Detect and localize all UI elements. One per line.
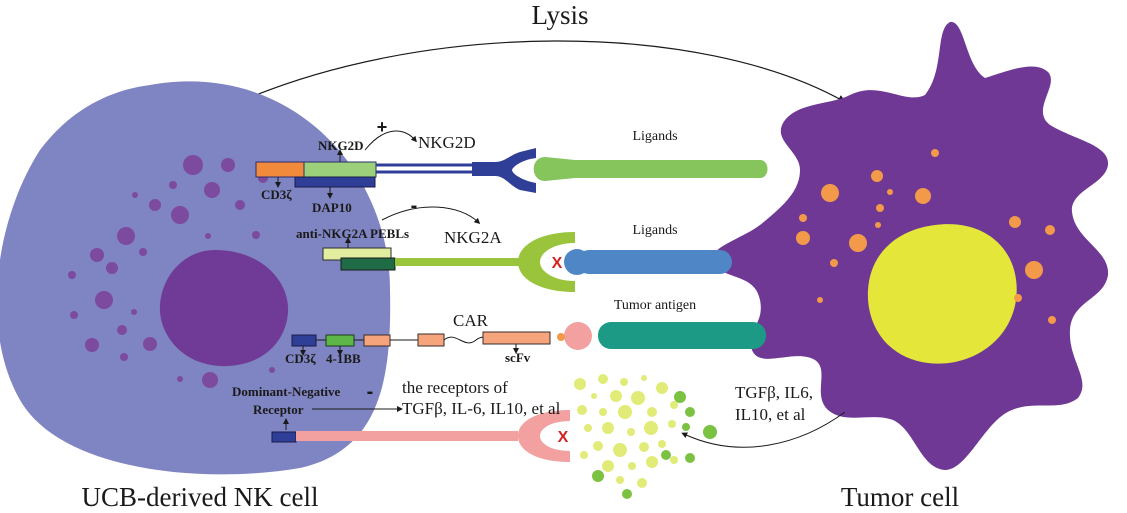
dnr-block-x: X — [558, 429, 569, 446]
dnr-label-line2: Receptor — [253, 402, 304, 417]
cd3z-car-label: CD3ζ — [285, 351, 316, 366]
tumor-cell — [711, 21, 1109, 470]
nk-nucleus — [159, 250, 289, 367]
nk-granules — [68, 155, 275, 388]
ligands-label-top: Ligands — [632, 129, 677, 144]
cytokines-line2: IL10, et al — [735, 405, 806, 424]
receptors-line1: the receptors of — [402, 378, 508, 397]
car-binding-head — [564, 322, 592, 350]
nkg2d-bold-label: NKG2D — [318, 138, 364, 153]
car-label: CAR — [453, 311, 489, 330]
cd3z-segment — [255, 161, 305, 178]
four-1bb-label: 4-1BB — [326, 351, 361, 366]
cytokine-cloud — [574, 374, 717, 499]
pebl-dark-segment — [340, 257, 396, 271]
dnr-construct — [271, 410, 570, 462]
car-cd3z-segment — [291, 334, 317, 347]
nkg2a-block-x: X — [552, 255, 563, 272]
nk-cell-label: UCB-derived NK cell — [82, 482, 319, 512]
cytokine-green-dots — [592, 391, 717, 499]
scfv-label: scFv — [505, 350, 531, 365]
cytokine-yellow-dots — [574, 374, 678, 488]
tumor-antigen-label: Tumor antigen — [614, 298, 696, 313]
tumor-granules — [796, 149, 1056, 324]
dnr-label-line1: Dominant-Negative — [232, 384, 341, 399]
car-binding-dot — [557, 333, 565, 341]
dap10-label: DAP10 — [312, 200, 352, 215]
receptors-line2: TGFβ, IL-6, IL10, et al — [402, 399, 561, 418]
minus-sign-low: - — [367, 381, 374, 403]
ligands-label-mid: Ligands — [632, 223, 677, 238]
cd3z-top-label: CD3ζ — [261, 187, 292, 202]
car-tm-segment — [363, 334, 391, 347]
tumor-nucleus — [867, 224, 1017, 364]
nkg2a-label: NKG2A — [444, 228, 502, 247]
nkg2d-ligand — [533, 157, 768, 181]
nkg2d-segment — [303, 161, 377, 178]
nkg2a-receptor-head — [518, 232, 575, 292]
nk-cell — [0, 81, 391, 475]
minus-sign-mid: - — [411, 195, 418, 217]
nkg2d-receptor-head — [472, 148, 536, 193]
nkg2d-target-label: NKG2D — [418, 133, 476, 152]
dnr-receptor-head — [518, 410, 570, 462]
nkg2a-minus-arrow — [381, 206, 481, 225]
anti-nkg2a-label: anti-NKG2A PEBLs — [296, 226, 409, 241]
pebl-stalk — [395, 258, 525, 266]
lysis-arrow — [229, 40, 846, 107]
cytokines-line1: TGFβ, IL6, — [735, 383, 813, 402]
car-construct — [291, 331, 551, 347]
nkg2d-plus-arrow — [364, 130, 417, 151]
dnr-blue-segment — [271, 431, 297, 443]
pebl-construct — [322, 232, 575, 292]
nkg2a-ligand — [564, 249, 732, 275]
cytokine-arrow — [681, 411, 846, 448]
lysis-label: Lysis — [531, 0, 588, 30]
dap10-segment — [294, 176, 376, 188]
dnr-stalk — [296, 431, 518, 441]
tumor-cell-label: Tumor cell — [841, 482, 959, 512]
car-41bb-segment — [325, 334, 355, 347]
car-hinge-segment — [417, 333, 445, 347]
plus-sign: + — [377, 117, 388, 137]
tumor-antigen — [598, 322, 766, 349]
car-scfv-segment — [482, 331, 551, 345]
